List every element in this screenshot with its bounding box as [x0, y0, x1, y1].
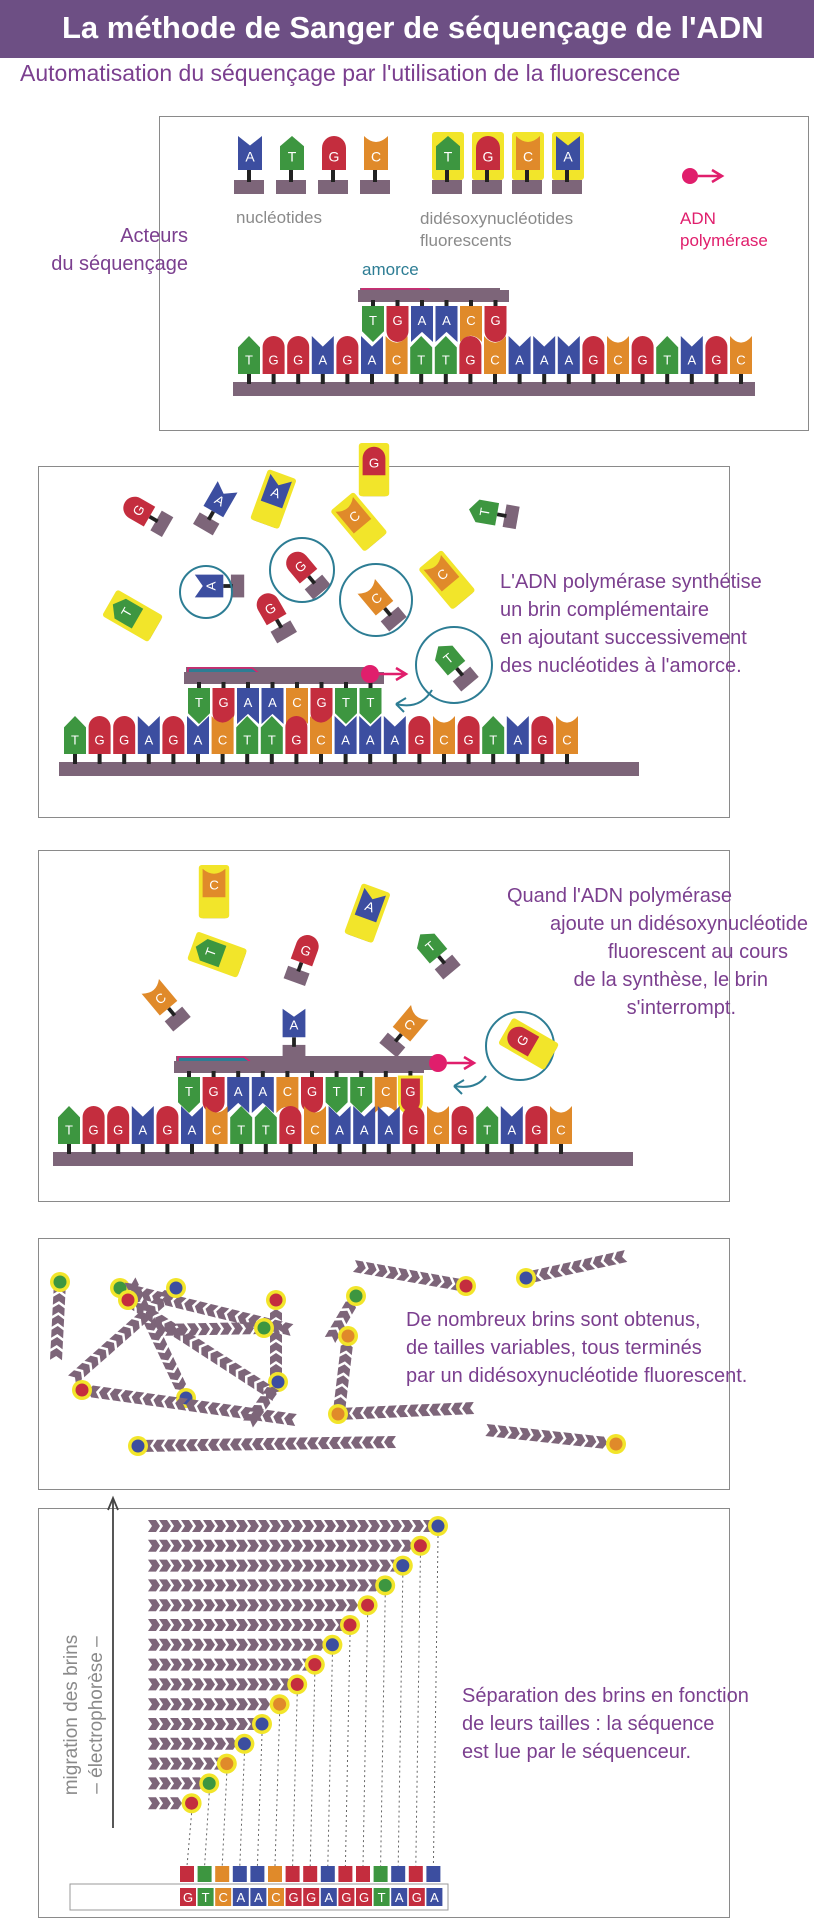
page-title: La méthode de Sanger de séquençage de l'…	[62, 10, 764, 45]
synthesis-text-line3: en ajoutant successivement	[500, 627, 747, 649]
fragments-text-line3: par un didésoxynucléotide fluorescent.	[406, 1365, 748, 1387]
dideoxy-label-line2: fluorescents	[420, 231, 512, 251]
nucleotides-label: nucléotides	[236, 208, 323, 227]
synthesis-text-line4: des nucléotides à l'amorce.	[500, 655, 742, 677]
dideoxy-label-line1: didésoxynucléotides	[420, 209, 574, 228]
polymerase-label: ADN polymérase	[680, 208, 768, 252]
actors-label-line2: du séquençage	[51, 253, 188, 275]
fragments-text-line2: de tailles variables, tous terminés	[406, 1337, 702, 1359]
sequence-label: séquence	[76, 1890, 155, 1909]
axis-label-line1: migration des brins	[61, 1634, 82, 1796]
title-bar	[0, 0, 814, 58]
actors-label-line1: Acteurs	[120, 225, 188, 247]
axis-label: migration des brins – électrophorèse –	[60, 1590, 109, 1840]
polymerase-label-line2: polymérase	[680, 231, 768, 251]
synthesis-text: L'ADN polymérase synthétise un brin comp…	[500, 568, 762, 680]
fragments-text: De nombreux brins sont obtenus, de taill…	[406, 1306, 747, 1390]
separation-text-line1: Séparation des brins en fonction	[462, 1685, 749, 1707]
separation-text-line3: est lue par le séquenceur.	[462, 1741, 692, 1763]
synthesis-text-line1: L'ADN polymérase synthétise	[500, 571, 762, 593]
termination-text-line4: de la synthèse, le brin	[573, 969, 768, 991]
termination-text-line3: fluorescent au cours	[607, 941, 788, 963]
synthesis-text-line2: un brin complémentaire	[500, 599, 709, 621]
page-subtitle: Automatisation du séquençage par l'utili…	[20, 60, 681, 86]
polymerase-label-line1: ADN	[680, 209, 716, 228]
dideoxy-label: didésoxynucléotides fluorescents	[420, 208, 573, 252]
fragments-text-line1: De nombreux brins sont obtenus,	[406, 1309, 701, 1331]
primer-label: amorce	[362, 260, 419, 279]
termination-text-line2: ajoute un didésoxynucléotide	[550, 913, 808, 935]
separation-text: Séparation des brins en fonction de leur…	[462, 1682, 749, 1766]
termination-text-line1: Quand l'ADN polymérase	[506, 885, 732, 907]
panel-actors	[159, 116, 809, 431]
termination-text-line5: s'interrompt.	[626, 997, 736, 1019]
termination-text: Quand l'ADN polymérase ajoute un didésox…	[440, 882, 808, 1022]
axis-label-line2: – électrophorèse –	[85, 1636, 107, 1794]
actors-label: Acteurs du séquençage	[28, 222, 188, 278]
separation-text-line2: de leurs tailles : la séquence	[462, 1713, 715, 1735]
